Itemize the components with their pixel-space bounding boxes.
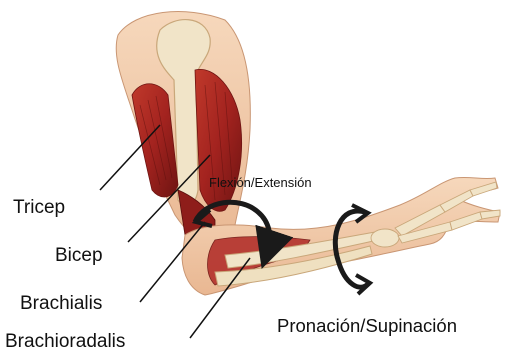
- label-flexion-extension: Flexión/Extensión: [209, 176, 312, 189]
- label-bicep: Bicep: [55, 246, 103, 265]
- label-tricep: Tricep: [13, 198, 65, 217]
- label-pronacion-supinacion: Pronación/Supinación: [277, 317, 457, 336]
- label-brachioradalis: Brachioradalis: [5, 332, 125, 351]
- label-brachialis: Brachialis: [20, 294, 102, 313]
